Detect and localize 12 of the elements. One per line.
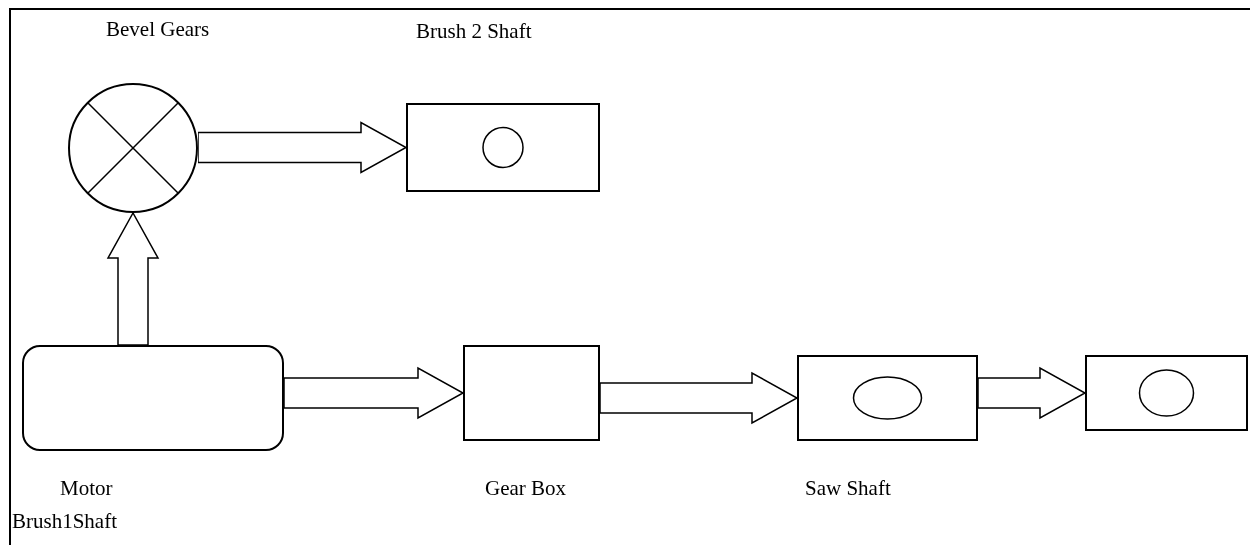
block-arrow	[977, 366, 1087, 420]
block-arrow	[283, 366, 465, 420]
node-label: Gear Box	[485, 478, 567, 499]
block-arrow	[106, 211, 160, 346]
node-label: Brush1Shaft	[12, 511, 117, 532]
node-label: Saw Shaft	[805, 478, 891, 499]
node-label: Brush 2 Shaft	[416, 21, 532, 42]
node-label: Bevel Gears	[106, 19, 210, 40]
block-arrow	[599, 371, 799, 425]
shaft-box	[1085, 355, 1248, 431]
node-label: Motor	[60, 478, 113, 499]
block-arrow	[197, 121, 408, 174]
